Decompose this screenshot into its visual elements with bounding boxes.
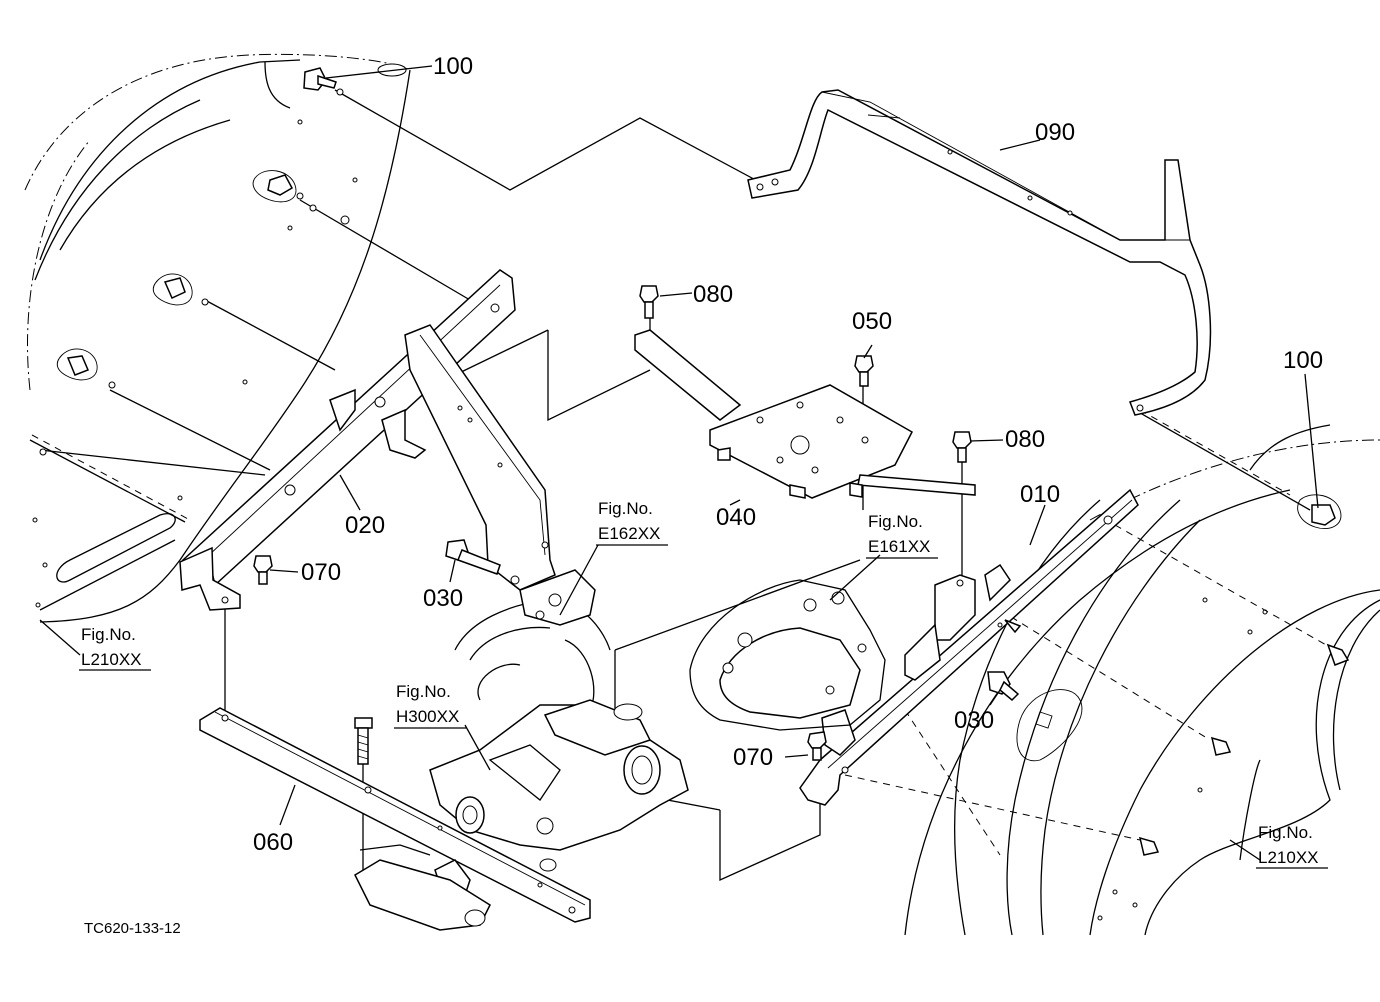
figref-code: L210XX	[1258, 848, 1319, 867]
figref-label: Fig.No.	[598, 499, 653, 518]
bolt-100-left	[303, 67, 337, 91]
bolt-080-mid	[952, 431, 972, 463]
pto-housing	[689, 579, 886, 731]
callout-080-mid: 080	[1005, 426, 1045, 453]
figref-label: Fig.No.	[868, 512, 923, 531]
bolt-060-long	[354, 717, 373, 765]
fasteners	[39, 67, 1350, 856]
callout-090: 090	[1035, 119, 1075, 146]
bolt-100-right	[1311, 504, 1336, 526]
callout-070-right: 070	[733, 744, 773, 771]
figure-references: Fig.No. E162XX Fig.No. E161XX Fig.No. L2…	[79, 499, 1328, 869]
hydraulic-assembly	[354, 569, 689, 931]
callout-030-left: 030	[423, 585, 463, 612]
callout-020: 020	[345, 512, 385, 539]
bolt-050	[854, 355, 874, 387]
part-040-plate	[634, 329, 976, 499]
figref-code: L210XX	[81, 650, 142, 669]
bolt-080-top	[639, 285, 659, 319]
callout-040: 040	[716, 504, 756, 531]
figref-l210-left: Fig.No. L210XX	[79, 625, 151, 671]
figref-code: E162XX	[598, 524, 660, 543]
figref-e161: Fig.No. E161XX	[866, 512, 938, 559]
callout-100-left: 100	[433, 53, 473, 80]
figref-h300: Fig.No. H300XX	[394, 682, 466, 729]
figref-l210-right: Fig.No. L210XX	[1256, 823, 1328, 869]
callout-100-right: 100	[1283, 347, 1323, 374]
figref-e162: Fig.No. E162XX	[596, 499, 668, 546]
figref-label: Fig.No.	[81, 625, 136, 644]
figref-label: Fig.No.	[396, 682, 451, 701]
bolt-030-left	[445, 539, 501, 575]
callout-060: 060	[253, 829, 293, 856]
part-010-right-bar	[799, 488, 1139, 806]
leader-lines	[39, 65, 1319, 861]
part-090-rear-bar	[747, 89, 1212, 416]
callout-080-top: 080	[693, 281, 733, 308]
callout-070-left: 070	[301, 559, 341, 586]
callout-labels: 100 090 080 050 100 080 010 020 040 070 …	[253, 53, 1323, 856]
part-030-left-bracket	[404, 324, 556, 591]
callout-030-right: 030	[954, 707, 994, 734]
figref-code: H300XX	[396, 707, 459, 726]
figref-label: Fig.No.	[1258, 823, 1313, 842]
part-060-lower-bar	[199, 707, 591, 923]
bolt-030-right	[987, 671, 1020, 702]
bolt-070-left	[253, 555, 273, 585]
right-fender-outline	[904, 424, 1380, 936]
callout-050: 050	[852, 308, 892, 335]
left-fender-outline	[24, 53, 411, 623]
reference-lines	[31, 89, 1336, 882]
bolt-070-right	[807, 731, 827, 761]
drawing-code: TC620-133-12	[84, 920, 181, 937]
figref-code: E161XX	[868, 537, 930, 556]
callout-010: 010	[1020, 481, 1060, 508]
